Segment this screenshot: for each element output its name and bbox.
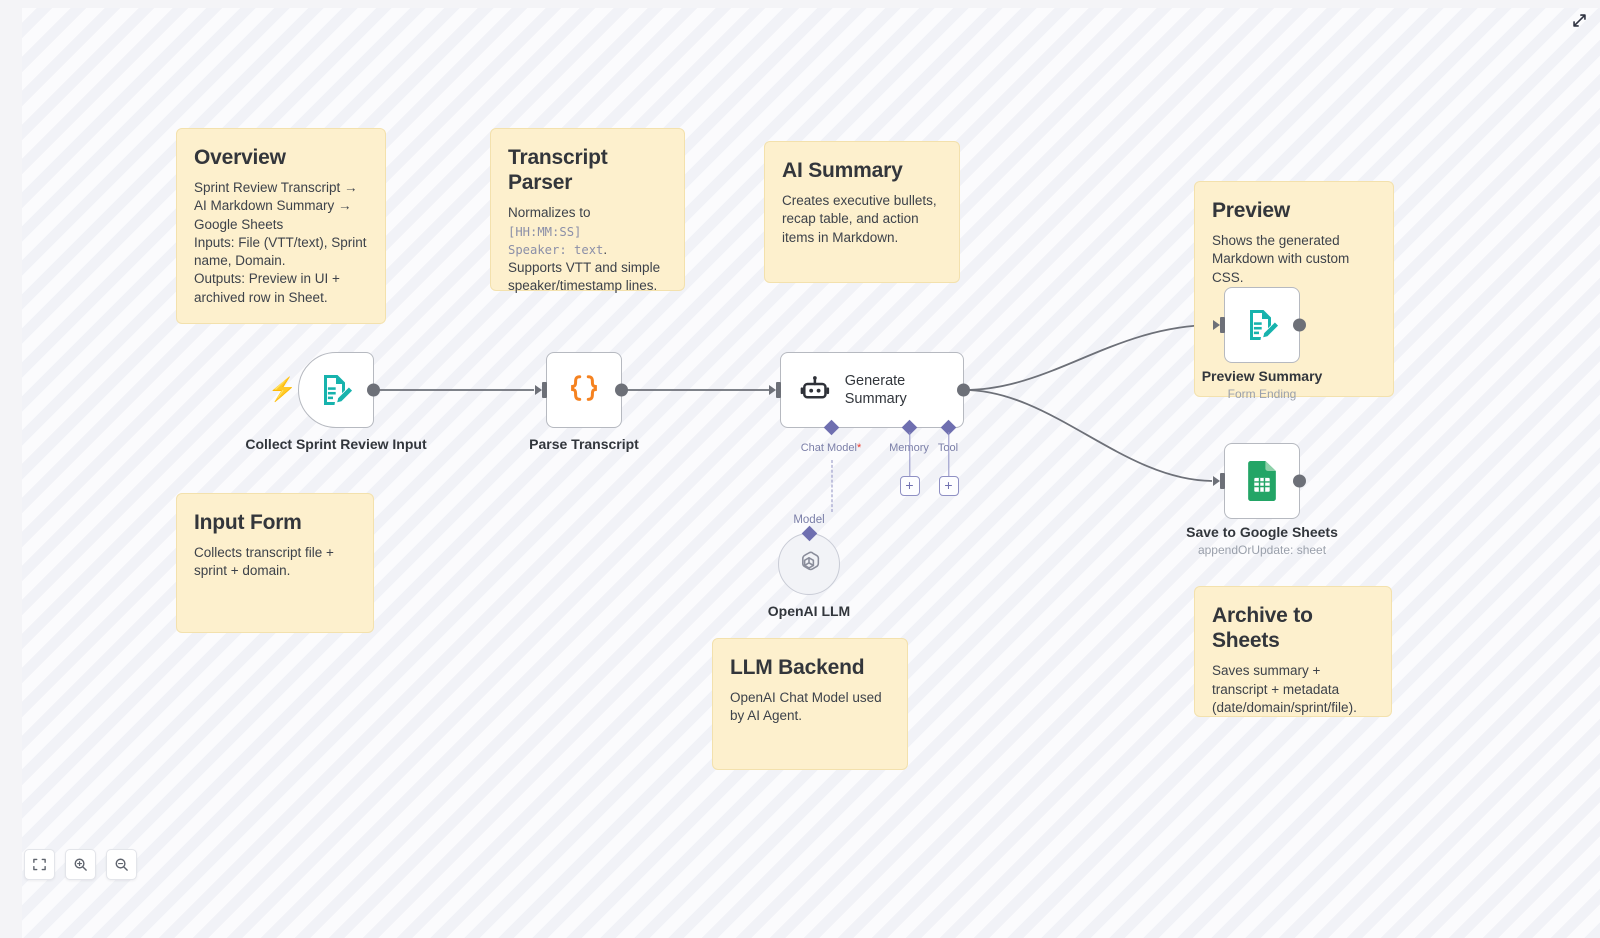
canvas-viewport[interactable]: Overview Sprint Review Transcript → AI M… <box>22 8 1600 938</box>
output-port[interactable] <box>1292 318 1306 332</box>
output-port[interactable] <box>366 383 380 397</box>
fit-view-icon <box>33 858 46 871</box>
node-label: Preview Summary <box>1201 368 1323 384</box>
google-sheets-icon <box>1248 461 1276 501</box>
lightning-bolt-icon: ⚡ <box>268 376 297 402</box>
node-body[interactable] <box>1213 443 1306 519</box>
tool-connector-stem <box>947 432 950 476</box>
expand-canvas-button[interactable] <box>1568 9 1590 31</box>
code-braces-icon <box>571 375 597 401</box>
subport-chat-model-label: Chat Model* <box>800 442 862 454</box>
memory-connector-stem <box>908 432 911 476</box>
sticky-title: Archive to Sheets <box>1212 604 1313 653</box>
model-connector-label: Model <box>793 514 825 526</box>
output-port[interactable] <box>956 383 970 397</box>
form-edit-icon <box>1250 310 1279 340</box>
node-sublabel: Form Ending <box>1227 387 1297 401</box>
node-body[interactable]: Generate Summary <box>769 352 970 428</box>
canvas-controls <box>24 849 137 880</box>
sticky-title: Preview <box>1212 199 1290 222</box>
input-port[interactable] <box>1213 317 1225 333</box>
input-port[interactable] <box>769 382 781 398</box>
node-inline-title: Generate Summary <box>844 372 907 407</box>
node-generate-summary[interactable]: Generate Summary Chat Model* Memory + To… <box>769 352 970 512</box>
sticky-note-input-form[interactable]: Input Form Collects transcript file + sp… <box>176 493 374 633</box>
sticky-note-archive[interactable]: Archive to Sheets Saves summary + transc… <box>1194 586 1392 717</box>
fit-to-view-button[interactable] <box>24 849 55 880</box>
node-openai-llm[interactable]: Model OpenAI LLM <box>768 514 850 619</box>
sticky-title: AI Summary <box>782 159 903 182</box>
inline-code-timestamp: [HH:MM:SS] <box>508 224 582 239</box>
node-label: OpenAI LLM <box>767 603 851 619</box>
sticky-body: Collects transcript file + sprint + doma… <box>194 545 334 579</box>
node-label: Save to Google Sheets <box>1186 524 1338 540</box>
node-save-to-google-sheets[interactable]: Save to Google Sheets appendOrUpdate: sh… <box>1186 443 1338 557</box>
sticky-note-llm-backend[interactable]: LLM Backend OpenAI Chat Model used by AI… <box>712 638 908 770</box>
sticky-title: LLM Backend <box>730 656 865 679</box>
add-tool-button[interactable]: + <box>938 476 959 496</box>
chat-model-connector-stem <box>831 460 832 512</box>
output-port[interactable] <box>614 383 628 397</box>
sticky-body: Shows the generated Markdown with custom… <box>1212 233 1350 285</box>
node-parse-transcript[interactable]: Parse Transcript <box>529 352 639 452</box>
zoom-out-icon <box>115 858 128 871</box>
zoom-in-button[interactable] <box>65 849 96 880</box>
node-sublabel: appendOrUpdate: sheet <box>1197 543 1327 557</box>
node-label: Collect Sprint Review Input <box>245 436 427 452</box>
sticky-body: Sprint Review Transcript → AI Markdown S… <box>194 180 367 305</box>
note-line-suffix: . <box>603 241 608 257</box>
sticky-title: Input Form <box>194 511 302 534</box>
inline-code-speaker: Speaker: text <box>508 242 604 257</box>
node-body[interactable] <box>778 533 840 595</box>
expand-diagonal-icon <box>1572 13 1586 27</box>
input-port[interactable] <box>1213 473 1225 489</box>
node-collect-sprint-review-input[interactable]: ⚡ Collect Sprint Review Input <box>245 352 427 452</box>
form-edit-icon <box>324 375 353 405</box>
node-body[interactable] <box>1213 287 1306 363</box>
sticky-title: Transcript Parser <box>508 146 608 195</box>
zoom-out-button[interactable] <box>106 849 137 880</box>
sticky-note-overview[interactable]: Overview Sprint Review Transcript → AI M… <box>176 128 386 324</box>
edge-agent-to-sheets <box>963 389 1213 482</box>
output-port[interactable] <box>1292 474 1306 488</box>
robot-icon <box>800 376 830 399</box>
note-line-prefix: Normalizes to <box>508 205 591 221</box>
sticky-note-transcript-parser[interactable]: Transcript Parser Normalizes to [HH:MM:S… <box>490 128 685 293</box>
sticky-body: Saves summary + transcript + metadata (d… <box>1212 663 1357 715</box>
sticky-title: Overview <box>194 146 286 169</box>
input-port[interactable] <box>535 382 547 398</box>
add-memory-button[interactable]: + <box>899 476 920 496</box>
required-asterisk: * <box>856 442 862 454</box>
sticky-body: OpenAI Chat Model used by AI Agent. <box>730 690 882 724</box>
zoom-in-icon <box>74 858 87 871</box>
sticky-body: Normalizes to [HH:MM:SS] Speaker: text. … <box>508 204 667 295</box>
node-label: Parse Transcript <box>529 436 639 452</box>
node-preview-summary[interactable]: Preview Summary Form Ending <box>1202 287 1322 401</box>
node-body[interactable] <box>535 352 628 428</box>
sticky-note-ai-summary[interactable]: AI Summary Creates executive bullets, re… <box>764 141 960 283</box>
openai-icon <box>801 551 820 571</box>
note-line-2: Supports VTT and simple speaker/timestam… <box>508 260 661 294</box>
sticky-body: Creates executive bullets, recap table, … <box>782 193 937 245</box>
node-body[interactable] <box>298 352 380 428</box>
